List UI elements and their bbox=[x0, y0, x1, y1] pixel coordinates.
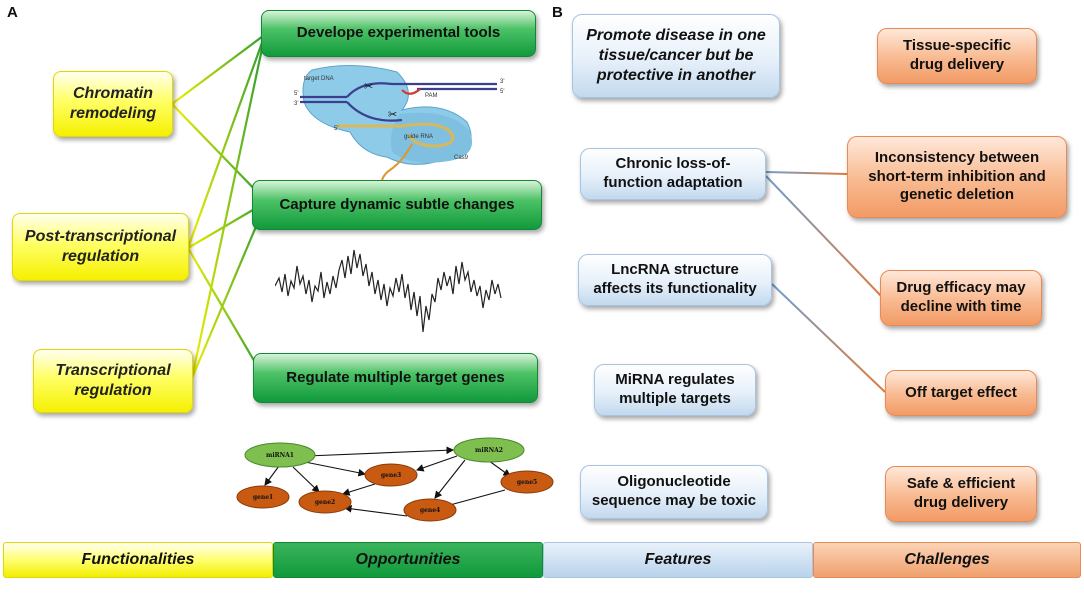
legend-functionalities: Functionalities bbox=[3, 542, 273, 578]
link-chronic-efficacy bbox=[765, 175, 884, 299]
challenge-line: Drug efficacy may bbox=[896, 279, 1026, 297]
functionality-line: Transcriptional bbox=[55, 362, 171, 379]
legend-features: Features bbox=[543, 542, 813, 578]
functionality-line: regulation bbox=[74, 382, 152, 399]
challenge-tissue-specific: Tissue-specific drug delivery bbox=[877, 28, 1037, 84]
challenge-safe-delivery: Safe & efficient drug delivery bbox=[885, 466, 1037, 522]
challenge-line: Tissue-specific bbox=[902, 37, 1012, 55]
feature-challenge-links bbox=[756, 57, 886, 495]
five-prime-label: 5' bbox=[334, 126, 338, 132]
svg-text:gene4: gene4 bbox=[420, 507, 440, 514]
network-edges bbox=[264, 446, 511, 517]
svg-text:miRNA1: miRNA1 bbox=[266, 452, 294, 459]
feature-chronic-loss: Chronic loss-of- function adaptation bbox=[580, 148, 766, 200]
three-prime-label: 3' bbox=[500, 79, 504, 85]
network-node-mirna2: miRNA2 bbox=[453, 437, 525, 463]
panel-label-b: B bbox=[552, 4, 563, 21]
network-node-gene2: gene2 bbox=[298, 490, 352, 514]
link-trans-capture bbox=[190, 209, 265, 379]
three-prime-label: 3' bbox=[294, 101, 298, 107]
network-node-gene5: gene5 bbox=[500, 470, 554, 494]
guide-rna-label: guide RNA bbox=[404, 134, 433, 140]
network-node-gene3: gene3 bbox=[364, 463, 418, 487]
feature-line: function adaptation bbox=[603, 174, 743, 191]
svg-text:gene1: gene1 bbox=[253, 494, 273, 501]
link-chronic-inconsistency bbox=[765, 171, 848, 175]
challenge-line: genetic deletion bbox=[899, 186, 1015, 204]
svg-text:gene2: gene2 bbox=[315, 499, 335, 506]
five-prime-label: 5' bbox=[294, 91, 298, 97]
pam-label: PAM bbox=[425, 93, 438, 99]
challenge-inconsistency: Inconsistency between short-term inhibit… bbox=[847, 136, 1067, 218]
panel-label-a: A bbox=[7, 4, 18, 21]
feature-line: sequence may be toxic bbox=[591, 492, 757, 509]
feature-line: LncRNA structure bbox=[611, 261, 739, 279]
opportunity-experimental-tools: Develope experimental tools bbox=[261, 10, 536, 57]
link-lncrna-offtarget bbox=[771, 283, 886, 393]
functionality-post-transcriptional: Post-transcriptional regulation bbox=[12, 213, 189, 281]
link-chromatin-tools bbox=[171, 35, 264, 105]
functionality-chromatin-remodeling: Chromatin remodeling bbox=[53, 71, 173, 137]
target-dna-label: target DNA bbox=[304, 76, 334, 82]
cas9-label: Cas9 bbox=[454, 155, 469, 161]
functionality-opportunity-links bbox=[171, 35, 265, 379]
feature-line: affects its functionality bbox=[593, 280, 757, 297]
feature-line: Oligonucleotide bbox=[617, 473, 731, 491]
pam-site bbox=[401, 88, 421, 95]
challenge-line: drug delivery bbox=[913, 494, 1009, 511]
challenge-off-target: Off target effect bbox=[885, 370, 1037, 416]
link-posttrans-tools bbox=[186, 39, 265, 249]
challenge-line: decline with time bbox=[900, 298, 1022, 315]
scissors-icon: ✂ bbox=[388, 109, 397, 121]
functionality-line: Chromatin bbox=[73, 85, 153, 102]
opportunity-capture-changes: Capture dynamic subtle changes bbox=[252, 180, 542, 230]
crispr-cas9-illustration: ✂ ✂ target DNA PAM guide RNA Cas9 5' 3' … bbox=[294, 65, 504, 181]
link-trans-tools bbox=[190, 43, 265, 379]
svg-text:miRNA2: miRNA2 bbox=[475, 447, 503, 454]
feature-line: protective in another bbox=[596, 67, 756, 84]
feature-promote-disease: Promote disease in one tissue/cancer but… bbox=[572, 14, 780, 98]
network-node-gene1: gene1 bbox=[236, 485, 290, 509]
functionality-transcriptional: Transcriptional regulation bbox=[33, 349, 193, 413]
feature-oligonucleotide: Oligonucleotide sequence may be toxic bbox=[580, 465, 768, 519]
feature-line: multiple targets bbox=[619, 390, 731, 407]
guide-rna-tail bbox=[381, 143, 413, 181]
mirna-gene-network: miRNA1 miRNA2 gene1 gene2 gene3 gene4 ge… bbox=[236, 437, 554, 522]
legend-challenges: Challenges bbox=[813, 542, 1081, 578]
functionality-line: remodeling bbox=[69, 105, 157, 122]
challenge-line: Off target effect bbox=[905, 383, 1017, 401]
network-node-mirna1: miRNA1 bbox=[244, 442, 316, 468]
guide-rna-strand bbox=[337, 122, 455, 148]
link-posttrans-regulate bbox=[187, 247, 264, 377]
network-node-gene4: gene4 bbox=[403, 498, 457, 522]
feature-lncrna-structure: LncRNA structure affects its functionali… bbox=[578, 254, 772, 306]
legend-opportunities: Opportunities bbox=[273, 542, 543, 578]
scissors-icon: ✂ bbox=[364, 81, 373, 93]
functionality-line: Post-transcriptional bbox=[24, 228, 177, 245]
opportunity-regulate-genes: Regulate multiple target genes bbox=[253, 353, 538, 403]
feature-line: tissue/cancer but be bbox=[598, 47, 754, 64]
signal-line bbox=[275, 249, 502, 333]
challenge-drug-efficacy: Drug efficacy may decline with time bbox=[880, 270, 1042, 326]
feature-line: Promote disease in one bbox=[586, 27, 766, 44]
five-prime-label: 5' bbox=[500, 89, 504, 95]
feature-mirna-regulates: MiRNA regulates multiple targets bbox=[594, 364, 756, 416]
svg-text:gene5: gene5 bbox=[517, 479, 537, 486]
target-dna-strand bbox=[300, 82, 497, 122]
feature-line: MiRNA regulates bbox=[615, 371, 735, 389]
challenge-line: Inconsistency between bbox=[874, 148, 1040, 166]
svg-text:gene3: gene3 bbox=[381, 472, 401, 479]
functionality-line: regulation bbox=[61, 248, 140, 265]
feature-line: Chronic loss-of- bbox=[615, 155, 731, 173]
dynamic-signal-trace bbox=[275, 249, 502, 333]
challenge-line: Safe & efficient bbox=[906, 475, 1016, 493]
link-chromatin-capture bbox=[171, 103, 264, 199]
challenge-line: short-term inhibition and bbox=[868, 167, 1046, 185]
link-posttrans-capture bbox=[187, 203, 264, 249]
challenge-line: drug delivery bbox=[909, 56, 1005, 73]
